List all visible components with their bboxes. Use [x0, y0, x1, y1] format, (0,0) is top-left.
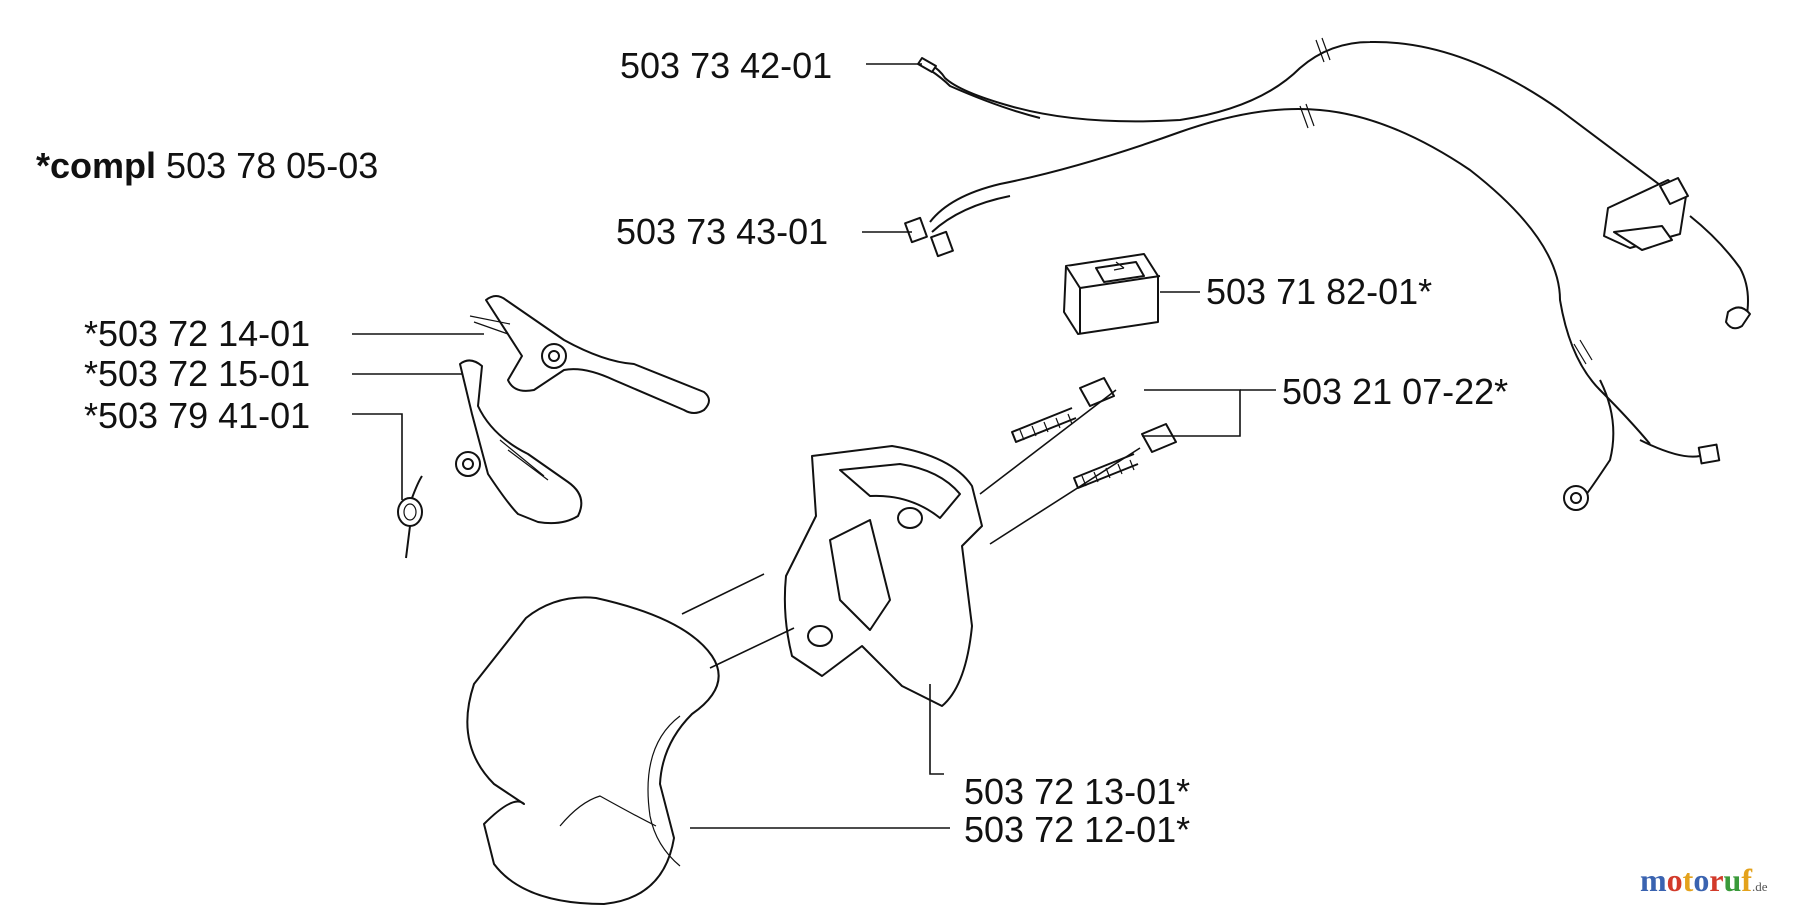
watermark-text: motoruf: [1640, 862, 1752, 898]
compl-number: 503 78 05-03: [166, 145, 379, 186]
label-spring: *503 79 41-01: [84, 395, 311, 436]
label-screws: 503 21 07-22*: [1282, 371, 1509, 412]
leader-lines: [352, 63, 1276, 500]
spring-part: [397, 475, 423, 559]
screws-part: [1011, 377, 1177, 489]
watermark-suffix: .de: [1751, 879, 1768, 894]
handle-inner-part: [783, 389, 1141, 775]
label-handle-cover: 503 72 12-01*: [964, 809, 1191, 850]
label-switch: 503 71 82-01*: [1206, 271, 1433, 312]
label-lever: *503 72 14-01: [84, 313, 311, 354]
handle-cover-part: [466, 573, 950, 905]
trigger-part: [455, 359, 583, 525]
watermark-logo: motoruf.de: [1640, 864, 1768, 896]
cable-top-part: [917, 37, 1751, 330]
label-trigger: *503 72 15-01: [84, 353, 311, 394]
label-cable-top: 503 73 42-01: [620, 45, 833, 86]
lever-part: [469, 295, 710, 414]
switch-part: [1063, 253, 1200, 335]
label-cable-mid: 503 73 43-01: [616, 211, 829, 252]
label-handle-inner: 503 72 13-01*: [964, 771, 1191, 812]
compl-prefix: *compl: [36, 145, 157, 186]
compl-label: *compl 503 78 05-03: [36, 148, 378, 184]
